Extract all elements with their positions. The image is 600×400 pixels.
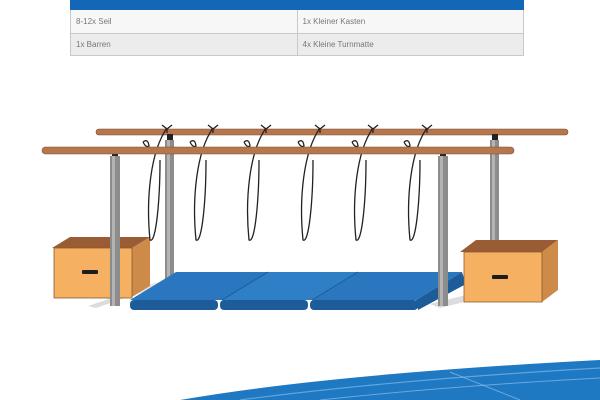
small-box-right [460, 240, 558, 303]
equipment-table: 8-12x Seil 1x Kleiner Kasten 1x Barren 4… [70, 0, 524, 56]
table-cell: 1x Kleiner Kasten [296, 9, 524, 34]
table-row: 8-12x Seil 1x Kleiner Kasten [70, 9, 524, 34]
table-cell: 8-12x Seil [70, 9, 298, 34]
table-cell: 4x Kleine Turnmatte [296, 33, 524, 56]
table-row: 1x Barren 4x Kleine Turnmatte [70, 33, 524, 56]
small-box-left [52, 237, 150, 299]
bar-back [95, 128, 569, 136]
rope-6 [407, 127, 428, 241]
box-handle [82, 270, 98, 274]
bar-front [41, 146, 515, 155]
mat-2 [222, 272, 358, 300]
table-cell: 1x Barren [70, 33, 298, 56]
rope-1 [147, 127, 168, 241]
rope-2 [193, 127, 214, 241]
ropes [142, 124, 433, 241]
mats [130, 271, 466, 310]
mat-3 [312, 272, 462, 300]
box-handle [492, 275, 508, 279]
decorative-banner [180, 360, 600, 400]
